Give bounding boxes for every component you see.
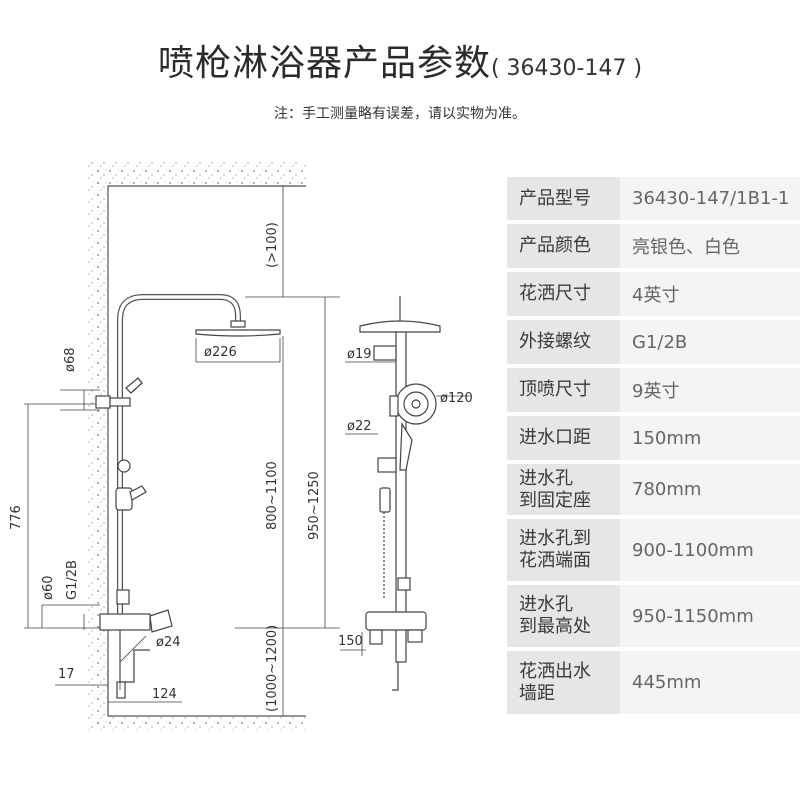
dim-inlet-to-head: 800~1100 xyxy=(265,461,280,530)
dim-head-diameter: ø226 xyxy=(204,345,237,360)
front-dimension-lines xyxy=(24,185,340,716)
dim-escutcheon-diameter: ø60 xyxy=(41,576,56,601)
spec-label-line: 花洒尺寸 xyxy=(519,283,591,304)
spec-value: 9英寸 xyxy=(620,368,800,412)
dim-side-arm-diameter: ø19 xyxy=(347,347,372,362)
measurement-note: 注：手工测量略有误差，请以实物为准。 xyxy=(274,106,526,122)
dim-inlet-spacing: 150 xyxy=(338,634,363,649)
spec-value: 900-1100mm xyxy=(620,519,800,581)
spec-row: 花洒尺寸 4英寸 xyxy=(507,272,800,316)
spec-label: 花洒出水墙距 xyxy=(507,651,620,714)
spec-row: 产品型号 36430-147/1B1-1 xyxy=(507,177,800,220)
spec-value: 780mm xyxy=(620,464,800,515)
spec-label-line: 墙距 xyxy=(519,682,555,704)
spec-label: 进水口距 xyxy=(507,416,620,460)
spec-label: 进水孔到最高处 xyxy=(507,585,620,647)
dim-inlet-to-top: 950~1250 xyxy=(307,471,322,540)
spec-label-line: 产品颜色 xyxy=(519,235,591,256)
dimension-drawing: (>100) ø226 ø68 800~1100 950~1250 776 ø6… xyxy=(9,160,473,730)
spec-label: 顶喷尺寸 xyxy=(507,368,620,412)
spec-label: 外接螺纹 xyxy=(507,320,620,364)
dim-spout-diameter: ø24 xyxy=(156,635,181,650)
spec-label-line: 到最高处 xyxy=(519,616,591,637)
spec-value: 445mm xyxy=(620,651,800,714)
dim-hand-shower-diameter: ø120 xyxy=(440,391,473,406)
title-text: 喷枪淋浴器产品参数 xyxy=(157,43,491,84)
spec-value: 4英寸 xyxy=(620,272,800,316)
spec-label: 产品型号 xyxy=(507,177,620,220)
spec-label-line: 顶喷尺寸 xyxy=(519,379,591,400)
spec-label-line: 进水孔 xyxy=(519,594,573,615)
front-view-shower xyxy=(95,294,281,699)
dim-side-pipe-diameter: ø22 xyxy=(347,419,372,434)
spec-value: 950-1150mm xyxy=(620,585,800,647)
spec-label-line: 花洒端面 xyxy=(519,550,591,571)
spec-value: 亮银色、白色 xyxy=(620,224,800,268)
spec-label-line: 进水口距 xyxy=(519,427,591,448)
dim-wall-gap: (>100) xyxy=(265,222,280,268)
spec-label-line: 外接螺纹 xyxy=(519,331,591,352)
spec-label: 进水孔到花洒端面 xyxy=(507,519,620,581)
side-view-shower xyxy=(359,296,441,691)
spec-row: 外接螺纹 G1/2B xyxy=(507,320,800,364)
spec-label-line: 花洒出水 xyxy=(519,660,591,682)
model-number: ( 36430-147 ) xyxy=(490,56,643,81)
wall-section xyxy=(88,160,306,730)
spec-label: 产品颜色 xyxy=(507,224,620,268)
side-dimension-lines xyxy=(340,361,470,656)
spec-row: 产品颜色 亮银色、白色 xyxy=(507,224,800,268)
spec-label: 花洒尺寸 xyxy=(507,272,620,316)
spec-row: 顶喷尺寸 9英寸 xyxy=(507,368,800,412)
spec-label-line: 产品型号 xyxy=(519,187,591,209)
spec-label-line: 进水孔到 xyxy=(519,528,591,549)
spec-label-line: 进水孔 xyxy=(519,467,573,489)
dim-hand-holder-diameter: ø68 xyxy=(63,348,78,373)
spec-row: 进水口距 150mm xyxy=(507,416,800,460)
spec-label: 进水孔到固定座 xyxy=(507,464,620,515)
spec-value: 150mm xyxy=(620,416,800,460)
spec-value: G1/2B xyxy=(620,320,800,364)
spec-value: 36430-147/1B1-1 xyxy=(620,177,800,220)
dim-inlet-height: (1000~1200) xyxy=(265,625,280,712)
dim-thread: G1/2B xyxy=(65,560,80,600)
dim-inlet-to-mount: 776 xyxy=(9,505,24,530)
dim-spout-reach: 124 xyxy=(152,687,177,702)
spec-label-line: 到固定座 xyxy=(519,489,591,511)
dim-escutcheon-depth: 17 xyxy=(58,667,75,682)
page-title: 喷枪淋浴器产品参数( 36430-147 ) xyxy=(0,34,800,86)
